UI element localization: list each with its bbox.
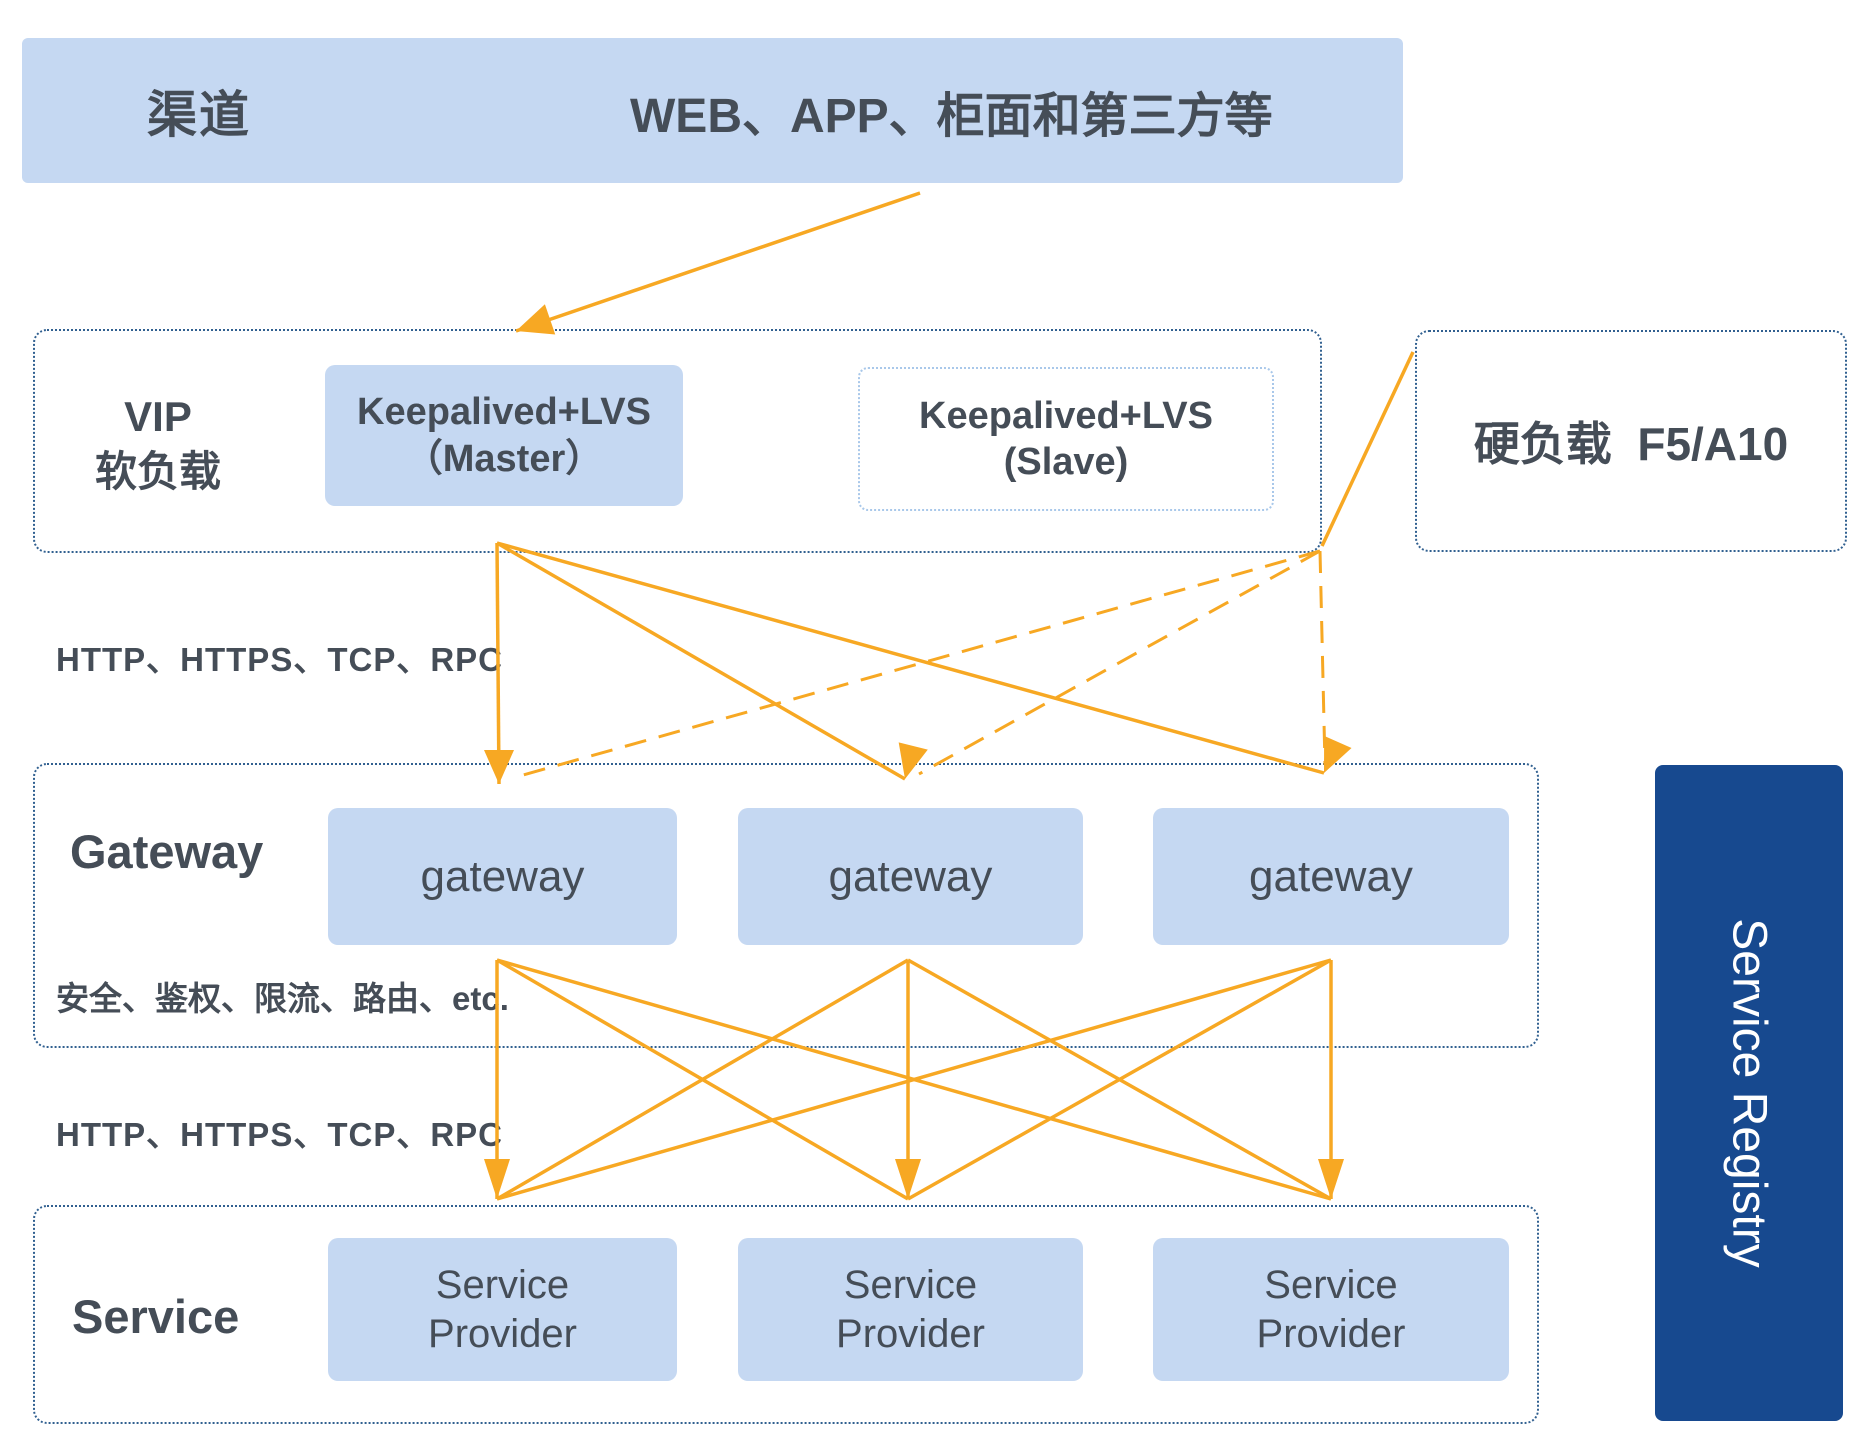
channel-label: 渠道 bbox=[147, 86, 251, 143]
connector-channel-to-vip bbox=[515, 191, 921, 333]
gateway-section-label: Gateway bbox=[70, 825, 264, 878]
service-registry-node: Service Registry bbox=[1655, 765, 1843, 1421]
vip-label-line1: VIP bbox=[124, 393, 192, 440]
service-provider-node-3: Service Provider bbox=[1153, 1238, 1509, 1381]
connector-master-to-gateway2 bbox=[496, 541, 906, 781]
hardware-loadbalancer-node: 硬负载 F5/A10 bbox=[1415, 330, 1847, 552]
connector-slave-to-gateway1 bbox=[515, 549, 1321, 779]
provider1-line1: Service bbox=[435, 1262, 570, 1307]
vip-softload-label: VIP 软负载 bbox=[68, 390, 248, 499]
service-section bbox=[33, 1205, 1539, 1424]
slave-line2: (Slave) bbox=[1003, 441, 1129, 483]
gateway-node-2: gateway bbox=[738, 808, 1083, 945]
keepalived-master-node: Keepalived+LVS （Master） bbox=[325, 365, 683, 506]
connector-slave-to-gateway3 bbox=[1318, 550, 1327, 766]
provider2-line2: Provider bbox=[836, 1311, 985, 1356]
protocol-label-bottom: HTTP、HTTPS、TCP、RPC bbox=[56, 1116, 503, 1153]
connector-vip-to-f5 bbox=[1320, 351, 1415, 547]
gateway-node-3: gateway bbox=[1153, 808, 1509, 945]
slave-line1: Keepalived+LVS bbox=[919, 394, 1213, 437]
channel-sources-text: WEB、APP、柜面和第三方等 bbox=[630, 89, 1273, 143]
keepalived-slave-node: Keepalived+LVS (Slave) bbox=[858, 367, 1274, 511]
protocol-label-top: HTTP、HTTPS、TCP、RPC bbox=[56, 641, 503, 678]
f5-label: 硬负载 F5/A10 bbox=[1473, 418, 1789, 470]
provider3-line2: Provider bbox=[1256, 1311, 1406, 1356]
provider1-line2: Provider bbox=[428, 1311, 577, 1356]
gateway-features-label: 安全、鉴权、限流、路由、etc. bbox=[56, 980, 509, 1017]
gateway-node-1: gateway bbox=[328, 808, 677, 945]
arrowhead-gateway3-to-provider3 bbox=[1318, 1159, 1344, 1199]
master-line2: （Master） bbox=[404, 437, 604, 480]
service-section-label: Service bbox=[72, 1290, 240, 1343]
master-line1: Keepalived+LVS bbox=[357, 391, 651, 434]
provider2-line1: Service bbox=[843, 1262, 978, 1307]
connector-slave-to-gateway2 bbox=[918, 549, 1321, 776]
arrowhead-gateway2-to-provider2 bbox=[895, 1159, 921, 1199]
service-provider-node-2: Service Provider bbox=[738, 1238, 1083, 1381]
connector-master-to-gateway3 bbox=[496, 541, 1325, 775]
channel-banner: 渠道 WEB、APP、柜面和第三方等 bbox=[22, 38, 1403, 183]
arrowhead-gateway1-to-provider1 bbox=[484, 1159, 510, 1199]
service-provider-node-1: Service Provider bbox=[328, 1238, 677, 1381]
vip-label-line2: 软负载 bbox=[94, 447, 221, 495]
service-registry-label: Service Registry bbox=[1722, 918, 1776, 1268]
provider3-line1: Service bbox=[1264, 1262, 1398, 1307]
